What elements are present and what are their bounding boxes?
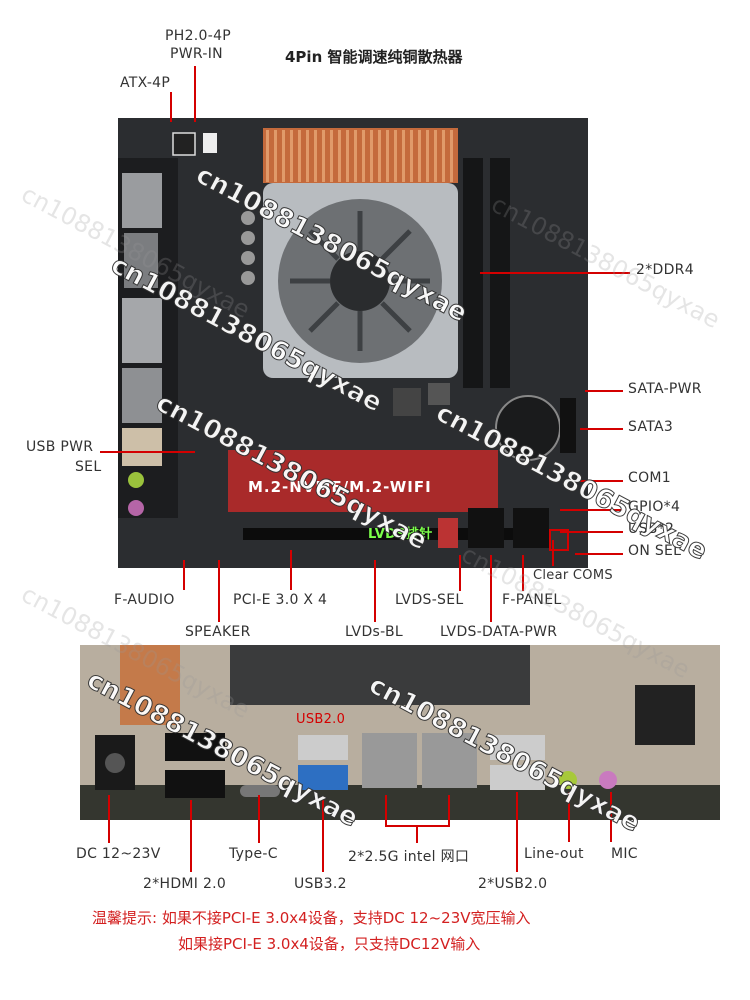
mic-leader-line: [610, 792, 612, 842]
sata-pwr-label: SATA-PWR: [628, 381, 702, 397]
f-audio-leader-line: [183, 560, 185, 590]
ph20-leader-line: [194, 66, 196, 122]
io-panel-photo: [80, 645, 720, 820]
ph20-label-2: PWR-IN: [170, 46, 223, 62]
typec-leader-line: [258, 795, 260, 843]
hdmi-leader-line: [190, 800, 192, 872]
sata3-leader-line: [580, 428, 623, 430]
heatsink-title: 4Pin 智能调速纯铜散热器: [285, 48, 463, 66]
clear-coms-label: Clear COMS: [533, 568, 613, 583]
ph20-label-1: PH2.0-4P: [165, 28, 232, 44]
lvds-bl-leader-line: [374, 560, 376, 622]
note-line-1: 温馨提示: 如果不接PCI-E 3.0x4设备，支持DC 12~23V宽压输入: [92, 909, 531, 927]
dc-leader-line: [108, 795, 110, 843]
ddr4-label: 2*DDR4: [636, 262, 694, 278]
atx4p-leader-line: [170, 92, 172, 122]
f-audio-label: F-AUDIO: [114, 592, 175, 608]
board-m2-label: M.2-NVME/M.2-WIFI: [248, 478, 432, 496]
note-line-2: 如果接PCI-E 3.0x4设备，只支持DC12V输入: [178, 935, 481, 953]
lvds-sel-label: LVDS-SEL: [395, 592, 464, 608]
gpio4-label: GPIO*4: [628, 499, 681, 515]
usb2-label: USB*2: [628, 521, 675, 537]
gpio4-leader-line: [560, 509, 623, 511]
lvds-sel-leader-line: [459, 555, 461, 591]
hdmi-label: 2*HDMI 2.0: [143, 876, 227, 892]
lan-label: 2*2.5G intel 网口: [348, 849, 470, 865]
atx4p-label: ATX-4P: [120, 75, 171, 91]
motherboard-illustration: [118, 118, 588, 568]
lvds-bl-label: LVDs-BL: [345, 624, 403, 640]
board-lvds-label: LVDS排针: [368, 527, 433, 542]
usb20-top-label: USB2.0: [296, 712, 346, 727]
f-panel-label: F-PANEL: [502, 592, 562, 608]
pcie-leader-line: [290, 550, 292, 590]
usb20x2-leader-line: [516, 792, 518, 872]
usb2-leader-line: [560, 531, 623, 533]
motherboard-photo: [118, 118, 588, 568]
lineout-label: Line-out: [524, 846, 584, 862]
com1-label: COM1: [628, 470, 671, 486]
on-sel-leader-line: [575, 553, 623, 555]
usb20x2-label: 2*USB2.0: [478, 876, 548, 892]
lan-leader-line-2: [448, 795, 450, 825]
lineout-leader-line: [568, 792, 570, 842]
f-panel-leader-line: [522, 555, 524, 591]
on-sel-label: ON SEL: [628, 543, 682, 559]
io-panel-illustration: [80, 645, 720, 820]
lan-leader-line-4: [416, 825, 418, 843]
sata3-label: SATA3: [628, 419, 674, 435]
pcie-label: PCI-E 3.0 X 4: [233, 592, 328, 608]
usb-pwr-sel-label-1: USB PWR: [26, 439, 94, 455]
speaker-leader-line: [218, 560, 220, 622]
usb32-label: USB3.2: [294, 876, 347, 892]
speaker-label: SPEAKER: [185, 624, 251, 640]
mic-label: MIC: [611, 846, 638, 862]
sata-pwr-leader-line: [585, 390, 623, 392]
com1-leader-line: [580, 480, 623, 482]
usb32-leader-line: [322, 800, 324, 872]
lvds-data-pwr-label: LVDS-DATA-PWR: [440, 624, 558, 640]
usb-pwr-sel-label-2: SEL: [75, 459, 102, 475]
typec-label: Type-C: [229, 846, 278, 862]
lan-leader-line-1: [385, 795, 387, 825]
lvds-data-pwr-leader-line: [490, 555, 492, 622]
dc-label: DC 12~23V: [76, 846, 161, 862]
usb-pwr-sel-leader-line: [100, 451, 195, 453]
ddr4-leader-line: [480, 272, 630, 274]
clear-coms-leader-line: [552, 540, 554, 566]
